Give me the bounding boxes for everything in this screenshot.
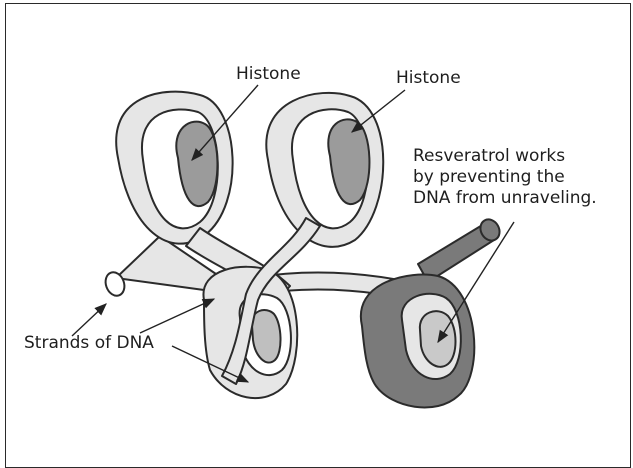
arrow-dna-strand-end — [72, 304, 106, 336]
strands-of-dna-label: Strands of DNA — [24, 333, 154, 354]
right-upper-coil — [266, 93, 383, 247]
arrow-dna-mid — [140, 299, 214, 333]
dark-coil-core — [420, 311, 456, 367]
histone-label-right: Histone — [396, 68, 461, 89]
left-upper-coil — [116, 92, 232, 244]
resveratrol-note: Resveratrol works by preventing the DNA … — [413, 146, 597, 209]
resveratrol-note-line: DNA from unraveling. — [413, 188, 597, 209]
resveratrol-note-line: Resveratrol works — [413, 146, 597, 167]
resveratrol-note-line: by preventing the — [413, 167, 597, 188]
histone-label-left: Histone — [236, 64, 301, 85]
dark-coil — [361, 216, 503, 407]
